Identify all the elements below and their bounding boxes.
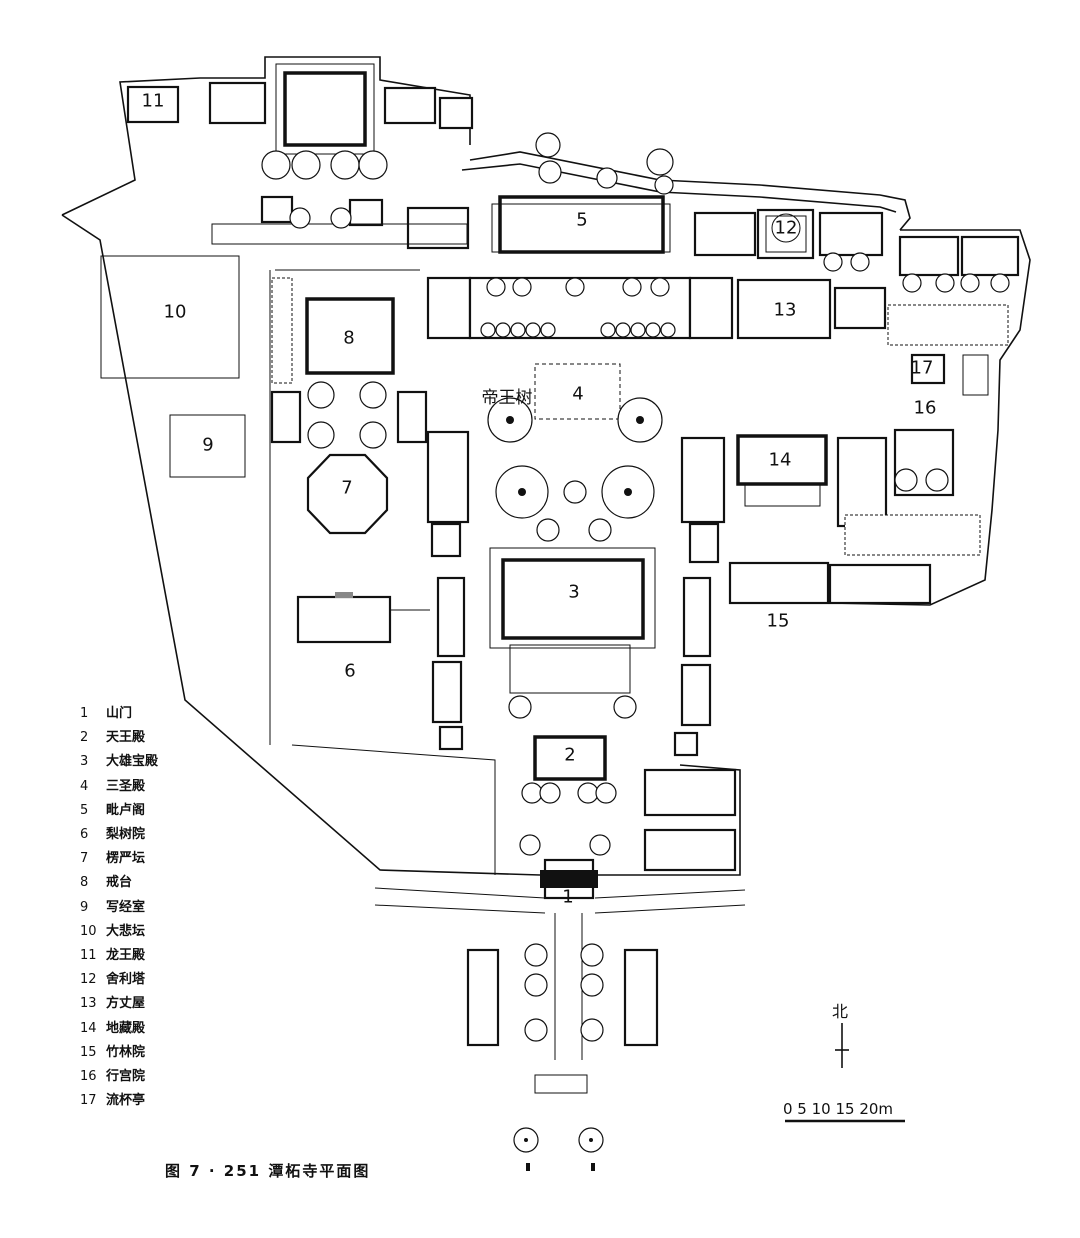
label-16: 16 bbox=[914, 398, 937, 419]
north-building-row bbox=[126, 63, 474, 250]
hall-2-and-gate bbox=[533, 735, 737, 900]
label-1: 1 bbox=[562, 887, 573, 908]
scale-tick-labels: 0 5 10 15 20m bbox=[783, 1100, 894, 1118]
building-11-rect bbox=[126, 85, 180, 124]
north-arrow bbox=[835, 1023, 849, 1068]
west-courts bbox=[100, 255, 430, 644]
building-6-rect bbox=[296, 595, 392, 644]
label-13: 13 bbox=[774, 300, 797, 321]
trees bbox=[261, 132, 1010, 1153]
label-5: 5 bbox=[576, 210, 587, 231]
building-5-row bbox=[491, 195, 1020, 277]
building-15-rect bbox=[728, 561, 830, 605]
label-9: 9 bbox=[202, 435, 213, 456]
building-9-rect bbox=[169, 414, 246, 478]
building-12-rect bbox=[756, 208, 815, 260]
shrub-beds bbox=[271, 277, 1009, 556]
main-hall-3-court bbox=[431, 547, 712, 757]
east-courts bbox=[728, 353, 989, 605]
building-7-octagon bbox=[306, 453, 389, 535]
building-number-labels: 1 2 3 4 5 6 7 8 9 10 11 12 13 14 15 16 1… bbox=[142, 91, 937, 908]
figure-caption: 图 7 · 251 潭柘寺平面图 bbox=[165, 1162, 371, 1180]
label-8: 8 bbox=[343, 328, 354, 349]
label-7: 7 bbox=[341, 478, 352, 499]
label-17: 17 bbox=[911, 358, 934, 379]
building-8-rect bbox=[305, 297, 395, 375]
label-2: 2 bbox=[564, 745, 575, 766]
building-4-outline bbox=[534, 363, 621, 420]
label-4: 4 bbox=[572, 384, 583, 405]
label-14: 14 bbox=[769, 450, 792, 471]
label-15: 15 bbox=[767, 611, 790, 632]
label-12: 12 bbox=[775, 218, 798, 239]
building-3-rect bbox=[501, 558, 645, 640]
north-main-hall bbox=[283, 71, 367, 147]
building-10-rect bbox=[100, 255, 240, 379]
label-10: 10 bbox=[164, 302, 187, 323]
building-13-rect bbox=[736, 278, 832, 340]
label-11: 11 bbox=[142, 91, 165, 112]
building-1-gate bbox=[540, 870, 598, 888]
building-2-rect bbox=[533, 735, 607, 781]
label-3: 3 bbox=[568, 582, 579, 603]
south-approach bbox=[374, 887, 746, 1171]
north-label: 北 bbox=[832, 1002, 849, 1021]
label-6: 6 bbox=[344, 661, 355, 682]
emperor-tree-label: 帝王树 bbox=[482, 388, 533, 408]
building-17-rect bbox=[910, 353, 946, 385]
